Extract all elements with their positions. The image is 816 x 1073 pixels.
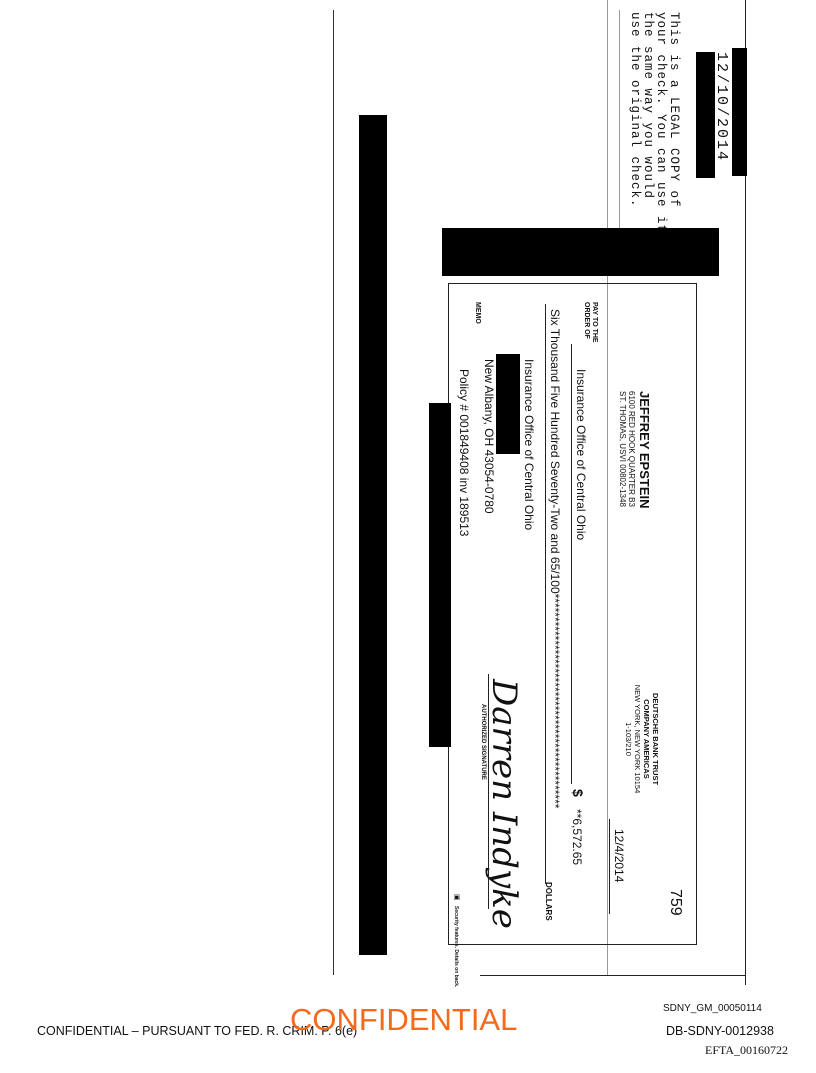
- scan-edge-line: [333, 10, 334, 975]
- scan-edge-line: [745, 0, 746, 985]
- bank-routing: 1-103/210: [624, 722, 633, 756]
- payee: Insurance Office of Central Ohio: [574, 369, 588, 541]
- bates-number: DB-SDNY-0012938: [666, 1024, 774, 1038]
- scan-bottom-line: [480, 975, 745, 976]
- redaction-bar: [732, 48, 747, 176]
- memo-label: MEMO: [474, 302, 481, 324]
- confidential-watermark: CONFIDENTIAL: [290, 1002, 518, 1037]
- memo: Policy # 0018494​08 inv 189513: [457, 369, 471, 537]
- check-image: JEFFREY EPSTEIN 6100 RED HOOK QUARTER B3…: [448, 283, 697, 987]
- check-number: 759: [667, 889, 684, 916]
- payer-name: JEFFREY EPSTEIN: [637, 391, 652, 509]
- confidential-note: CONFIDENTIAL – PURSUANT TO FED. R. CRIM.…: [37, 1024, 358, 1038]
- redaction-bar: [696, 52, 715, 178]
- bank-name: DEUTSCHE BANK TRUST: [651, 692, 660, 786]
- redaction-bar: [359, 115, 387, 955]
- bank-address: NEW YORK, NEW YORK 10154: [633, 684, 642, 794]
- amount: **6,572.65: [570, 809, 584, 866]
- security-note: Security features. Details on back.: [453, 906, 459, 988]
- redaction-bar: [429, 403, 451, 747]
- bank-name: COMPANY AMERICAS: [642, 699, 651, 779]
- bates-number: SDNY_GM_00050114: [663, 1003, 762, 1014]
- redaction-bar: [442, 228, 719, 276]
- pay-to-label: ORDER OF: [583, 302, 590, 339]
- lock-icon: ▣: [453, 894, 460, 901]
- signature-label: AUTHORIZED SIGNATURE: [480, 704, 486, 780]
- divider-line: [619, 10, 620, 230]
- dollar-sign: $: [570, 789, 586, 797]
- efta-number: EFTA_00160722: [705, 1043, 789, 1057]
- dollars-label: DOLLARS: [544, 882, 553, 921]
- payer-address: ST. THOMAS, USVI 00802-1348: [618, 391, 627, 507]
- perforation-line: [607, 0, 608, 975]
- payer-address: 6100 RED HOOK QUARTER B3: [627, 391, 636, 507]
- stamp-date: 12/10/2014: [713, 52, 730, 163]
- amount-words: Six Thousand Five Hundred Seventy-Two an…: [548, 309, 562, 809]
- payee-address: Insurance Office of Central Ohio: [522, 359, 536, 531]
- redaction-bar: [496, 354, 520, 454]
- pay-to-label: PAY TO THE: [591, 302, 598, 343]
- check-date: 12/4/2014: [612, 829, 626, 883]
- payee-address: New Albany, OH 43054-0780: [482, 359, 496, 514]
- signature: Darren Indyke: [484, 679, 524, 929]
